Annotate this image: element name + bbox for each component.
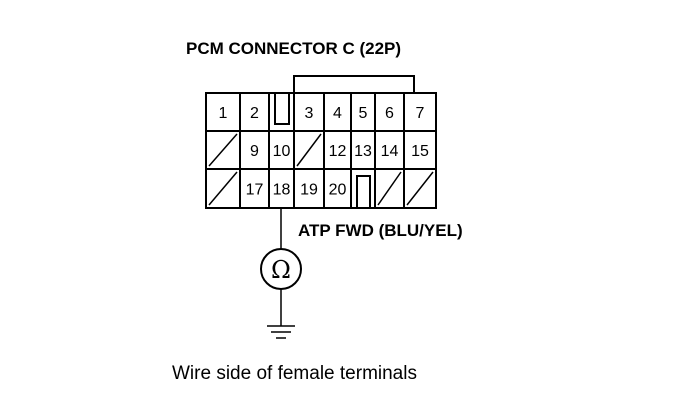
empty-terminal-slash bbox=[406, 171, 434, 206]
terminal-1: 1 bbox=[219, 105, 228, 122]
terminal-4: 4 bbox=[333, 105, 342, 122]
ohmmeter-icon: Ω bbox=[260, 248, 302, 290]
terminal-14: 14 bbox=[381, 143, 399, 160]
ohm-symbol: Ω bbox=[271, 256, 291, 284]
terminal-10: 10 bbox=[273, 143, 291, 160]
connector-lock-tab bbox=[293, 75, 415, 93]
terminal-12: 12 bbox=[329, 143, 347, 160]
terminal-3: 3 bbox=[305, 105, 314, 122]
terminal-7: 7 bbox=[416, 105, 425, 122]
terminal-9: 9 bbox=[250, 143, 259, 160]
empty-terminal-slash bbox=[208, 133, 238, 167]
ground-icon bbox=[267, 325, 295, 339]
connector-frame bbox=[205, 92, 437, 209]
terminal-15: 15 bbox=[411, 143, 429, 160]
empty-terminal-slash bbox=[377, 171, 402, 206]
terminal-19: 19 bbox=[300, 182, 318, 199]
terminal-2: 2 bbox=[250, 105, 259, 122]
empty-terminal-slash bbox=[296, 133, 322, 167]
empty-terminal-slash bbox=[208, 171, 238, 206]
terminal-5: 5 bbox=[359, 105, 368, 122]
connector-key-top bbox=[268, 93, 295, 131]
terminal-13: 13 bbox=[354, 143, 372, 160]
terminal-17: 17 bbox=[246, 182, 264, 199]
connector-title: PCM CONNECTOR C (22P) bbox=[186, 39, 401, 58]
terminal-18: 18 bbox=[273, 182, 291, 199]
connector-key-bottom bbox=[350, 169, 376, 208]
connector-body bbox=[205, 75, 437, 209]
terminal-6: 6 bbox=[385, 105, 394, 122]
terminal-20: 20 bbox=[329, 182, 347, 199]
caption: Wire side of female terminals bbox=[172, 363, 417, 384]
wire-label: ATP FWD (BLU/YEL) bbox=[298, 221, 463, 240]
